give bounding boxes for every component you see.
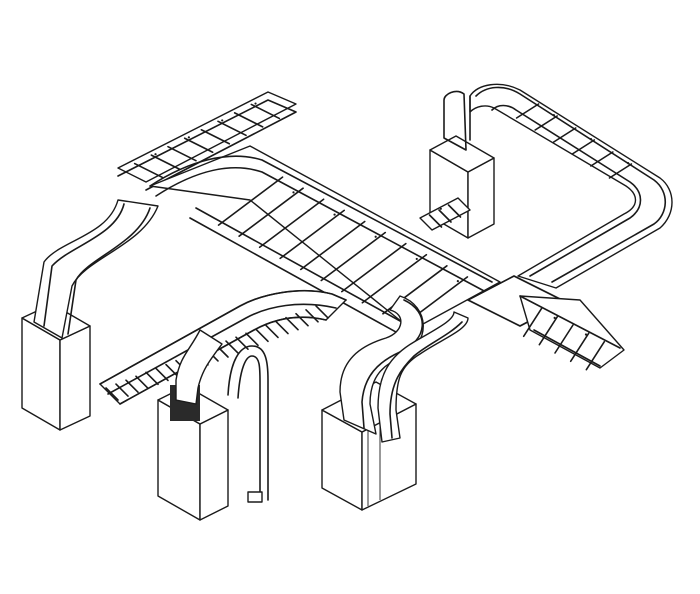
channel-slat [235, 336, 249, 350]
channel-slat [255, 328, 269, 343]
ladder-rung [341, 242, 407, 293]
ladder-bend-left-drop [33, 199, 159, 339]
ladder-rung [361, 253, 428, 304]
channel-slat [315, 305, 329, 319]
channel-slat [275, 320, 289, 335]
channel-slat [225, 340, 239, 354]
channel-slat [145, 371, 159, 386]
channel-slat [155, 367, 169, 382]
ladder-rung [200, 128, 231, 145]
ladder-rung [150, 154, 181, 170]
channel-slat [125, 379, 139, 393]
bolt-hole [589, 138, 593, 141]
ladder-rung [571, 139, 596, 155]
ladder-rung [167, 145, 197, 162]
bolt-hole [627, 162, 630, 165]
ladder-rung [233, 112, 264, 128]
ladder-rung [299, 220, 366, 271]
ladder-rung [447, 204, 462, 218]
ladder-rung [608, 163, 633, 179]
ladder-rung [258, 198, 325, 249]
bolt-hole [439, 207, 442, 210]
ladder-rung [217, 120, 247, 137]
ladder-rung [279, 209, 345, 260]
bolt-hole [292, 191, 295, 194]
channel-slat [245, 332, 259, 347]
channel-slat [105, 387, 119, 401]
bolt-hole [553, 316, 556, 319]
support-pillar-center [157, 385, 229, 521]
channel-slat [295, 312, 309, 327]
ladder-tray-right-branch [519, 295, 625, 371]
bolt-hole [333, 213, 336, 216]
bolt-hole [584, 333, 588, 336]
ladder-tray-upper-right-loop [443, 83, 673, 289]
channel-slat [115, 383, 129, 397]
bolt-hole [552, 114, 555, 117]
ladder-rung [238, 187, 304, 237]
ladder-rung [428, 214, 443, 228]
channel-slat [265, 324, 279, 339]
bolt-hole [154, 153, 157, 156]
ladder-rung [552, 127, 577, 143]
ladder-rung [250, 103, 281, 120]
ladder-rung [515, 103, 540, 119]
channel-slat [135, 375, 149, 390]
bolt-hole [456, 280, 459, 283]
ladder-rung [585, 340, 606, 371]
ladder-rung [590, 151, 614, 167]
ladder-bend-front-right [339, 295, 469, 443]
bolt-hole [187, 136, 190, 139]
ladder-rung [534, 115, 558, 131]
channel-slat [165, 363, 179, 378]
ladder-rung [217, 176, 284, 226]
ladder-rung [133, 162, 164, 179]
ladder-rung [569, 332, 590, 363]
ladder-rung [554, 324, 574, 354]
bolt-hole [415, 257, 418, 261]
bolt-hole [254, 102, 257, 105]
ladder-rung [522, 307, 543, 338]
bolt-hole [374, 235, 377, 238]
bolt-hole [221, 119, 224, 122]
ladder-tray-center-rear [419, 197, 471, 231]
ladder-rung [538, 315, 559, 346]
ladder-rung [438, 209, 452, 223]
channel-slat [305, 309, 319, 323]
ladder-rung [183, 137, 214, 154]
ladder-tray-main-diagonal [149, 145, 501, 343]
channel-tray-lower [99, 289, 347, 405]
channel-slat [285, 316, 299, 331]
ladder-rung [320, 231, 387, 282]
vertical-drop-conduit [227, 345, 269, 503]
ladder-tray-top-left [117, 91, 297, 191]
